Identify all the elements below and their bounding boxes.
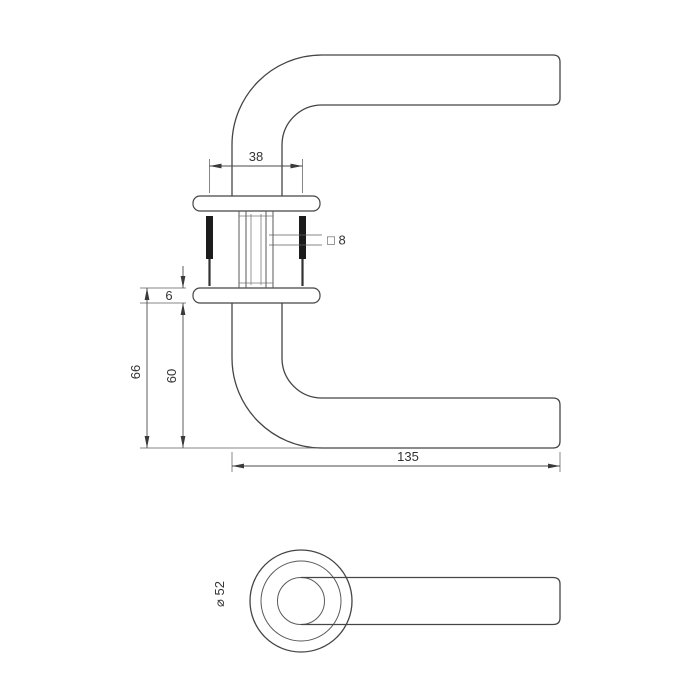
side-view [192, 54, 561, 449]
screw-left [206, 216, 213, 259]
front-view: ⌀ 52 [212, 549, 561, 653]
lever-front-outline [301, 576, 561, 626]
lower-lever-outline [231, 303, 561, 449]
dim-52-label: ⌀ 52 [212, 581, 227, 607]
rose-inner-circle [260, 560, 342, 642]
dimension-spindle-8: □ 8 [269, 233, 346, 248]
screw-left-shaft [208, 259, 211, 286]
lever-neck-circle [277, 577, 325, 625]
dim-38-label: 38 [249, 149, 263, 164]
screw-right-shaft [301, 259, 304, 286]
dimension-135: 135 [231, 449, 561, 472]
top-rose-plate [192, 195, 321, 212]
dim-135-label: 135 [397, 449, 419, 464]
upper-lever-outline [231, 54, 561, 196]
rose-outer-circle [249, 549, 353, 653]
dimension-60: 60 [164, 303, 186, 448]
dim-66-label: 66 [128, 365, 143, 379]
dim-6-label: 6 [165, 288, 172, 303]
screw-right [299, 216, 306, 259]
dim-spindle-label: □ 8 [327, 233, 346, 248]
bottom-rose-plate [192, 287, 321, 304]
dim-60-label: 60 [164, 369, 179, 383]
dimension-38: 38 [209, 149, 303, 193]
dimension-66: 66 [128, 288, 319, 449]
